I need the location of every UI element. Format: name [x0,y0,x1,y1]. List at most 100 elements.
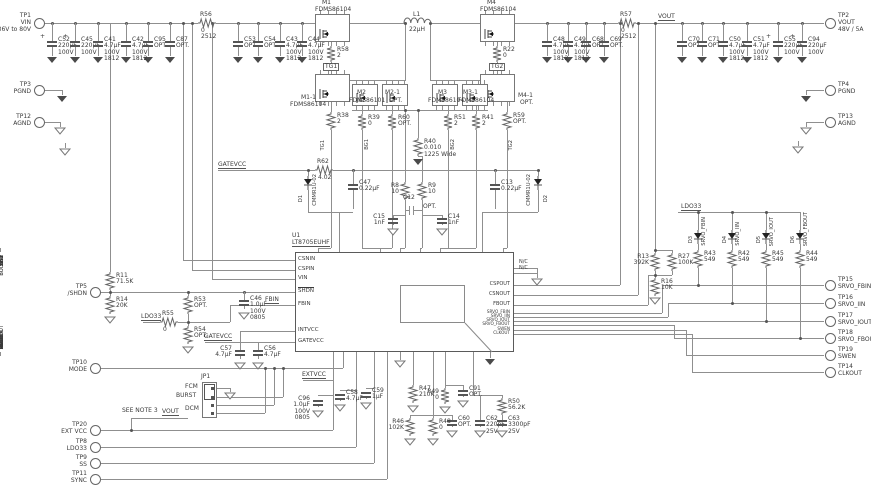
label-R48: R48 [439,418,451,425]
wire [404,80,405,84]
label-C69: OPT. [610,42,624,50]
label-TP2: 48V / 5A [838,26,864,33]
jumper-position-label: DCM [185,405,199,412]
label-R53: R53 [194,296,206,303]
resistor-R54 [182,326,194,344]
polarity-mark: + [790,33,796,40]
wire [514,321,824,322]
wire [430,23,431,80]
wire [800,244,801,250]
wire [308,212,353,213]
pin-FBOUT: FBOUT [493,301,510,308]
label-TP17: TP17 [838,312,853,319]
wire [638,23,639,295]
wire [806,90,807,95]
wire [331,130,332,248]
junction-dot [416,108,420,112]
wire [101,368,343,369]
wire [308,190,309,212]
junction-dot [281,366,285,370]
wire [501,70,502,74]
pin-SRVO_FBIN: SRVO_FBIN [486,309,510,315]
wire [568,23,569,41]
label-C49: 100V [574,48,590,56]
resistor-R39 [357,114,367,130]
pin-stub [514,330,516,331]
wire [509,42,510,46]
wire [436,106,437,110]
label-TP1: VIN [20,19,31,26]
ic-corner-line [464,322,493,353]
pin-stub [514,325,516,326]
label-TP4: PGND [838,88,856,95]
wire [672,250,673,253]
wire [502,425,503,427]
wire [318,395,333,396]
label-C13: 0.22µF [501,185,522,193]
junction-dot [263,366,267,370]
wire [509,10,510,14]
wire [131,418,132,430]
analog-ground-icon [445,430,459,438]
net-label: FBIN [265,296,279,305]
capacitor-C59 [361,392,371,398]
label-R58: 2 [337,52,341,60]
wire [514,313,662,314]
wire [485,42,486,46]
label-C45: C45 [81,36,93,43]
wire [568,46,569,56]
wire [732,212,733,230]
wire [766,268,767,321]
label-R55: 0 [163,326,167,333]
wire [509,102,510,106]
wire [420,248,421,252]
wire [648,275,655,276]
wire [336,70,337,74]
wire [320,42,321,46]
label-C57: C57 [220,345,232,352]
wire [440,248,476,249]
label-R62: R62 [317,158,329,165]
net-label: U1 [292,232,301,239]
capacitor-C47 [348,184,358,190]
wire [101,447,356,448]
wire [336,102,337,106]
wire [473,395,502,396]
net-label: M2-1 [385,89,400,96]
testpoint-TP14 [824,366,836,378]
analog-ground-icon [648,297,662,305]
wire [414,210,422,211]
jumper-JP1 [202,382,217,418]
jumper-position-label: BURST [176,392,197,399]
wire [280,46,281,56]
net-label: M4-1 [518,92,533,99]
wire [258,355,259,359]
label-R47: R47 [419,385,431,392]
net-label: N/C [519,259,528,265]
wire [472,106,473,110]
label-TP20: EXT VCC [61,428,87,435]
wire [340,399,341,401]
pin-stub [292,279,295,280]
wire [442,106,443,110]
resistor-R40 [412,138,424,156]
resistor-R9 [416,182,428,200]
wire [283,368,284,397]
wire [44,90,62,91]
wire [472,80,473,84]
wire [445,385,446,388]
capacitor-C62 [475,420,485,426]
wire [244,292,245,300]
junction-dot [696,283,700,287]
label-R38: R38 [337,112,349,119]
wire [192,270,295,271]
analog-ground-icon [386,228,400,236]
net-label: TG2 [489,63,506,72]
power-ground-icon [562,56,574,64]
label-C43: 100V [286,48,302,56]
label-C15: C15 [373,213,385,220]
wire [400,248,401,252]
wire [170,46,171,56]
label-C62: 25V [486,427,498,435]
capacitor-C96 [313,400,323,406]
